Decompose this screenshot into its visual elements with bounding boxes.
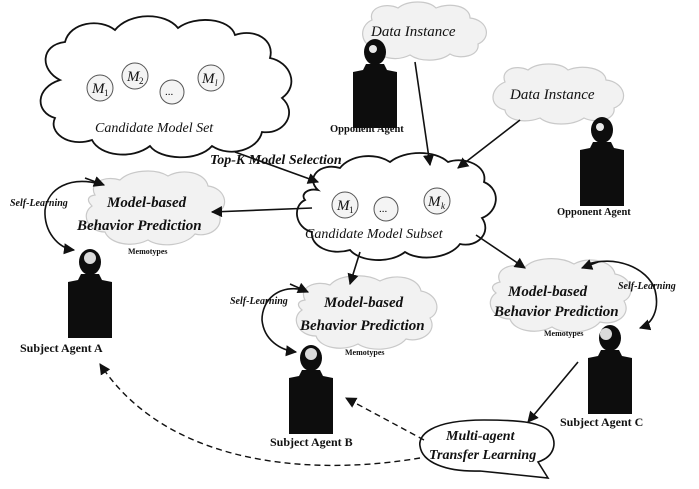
memotypes-b-label: Memotypes [345, 348, 385, 357]
opponent-agent-1-figure [353, 39, 397, 128]
svg-text:l: l [215, 78, 218, 88]
self-learning-loop-a [44, 180, 101, 255]
arrow-data2-to-subset [457, 119, 521, 169]
data-instance-label-1: Data Instance [370, 24, 456, 40]
prediction-cloud-c: Model-based Behavior Prediction Memotype… [489, 258, 632, 338]
svg-text:k: k [441, 201, 446, 211]
subject-agent-b-label: Subject Agent B [270, 435, 353, 449]
self-learning-label-b: Self-Learning [230, 296, 288, 307]
svg-text:1: 1 [104, 88, 109, 98]
candidate-model-subset-label: Candidate Model Subset [305, 227, 444, 242]
model-m2-node: M 2 [121, 62, 149, 90]
subset-model-mk-node: M k [423, 187, 451, 215]
transfer-line2: Transfer Learning [429, 448, 536, 463]
opponent-agent-2-figure [580, 117, 624, 206]
subject-agent-c-figure [588, 325, 632, 414]
transfer-line1: Multi-agent [445, 429, 516, 444]
top-k-selection-label: Top-K Model Selection [210, 153, 342, 168]
subject-agent-b-figure [289, 345, 333, 434]
svg-text:2: 2 [139, 76, 144, 86]
prediction-c-line2: Behavior Prediction [493, 304, 619, 320]
self-learning-loop-c [584, 260, 658, 331]
memotypes-c-label: Memotypes [544, 329, 584, 338]
arrow-agent-c-to-transfer [527, 361, 579, 423]
self-learning-arrow-b [289, 282, 310, 294]
data-instance-cloud-2: Data Instance [492, 63, 625, 125]
dashed-transfer-to-agent-b [345, 397, 425, 441]
prediction-b-line2: Behavior Prediction [299, 318, 425, 334]
arrow-subset-to-prediction-b [347, 251, 361, 286]
self-learning-arrow-c [580, 259, 599, 270]
model-ellipsis-node: ... [159, 79, 185, 105]
transfer-learning-bubble: Multi-agent Transfer Learning [419, 419, 555, 479]
arrow-data1-to-subset [414, 61, 435, 167]
subject-agent-a-label: Subject Agent A [20, 341, 103, 355]
subject-agent-c-label: Subject Agent C [560, 415, 643, 429]
svg-text:M: M [427, 194, 442, 210]
prediction-a-line1: Model-based [106, 195, 187, 211]
dashed-transfer-to-agent-a [99, 363, 421, 467]
arrow-subset-to-prediction-a [210, 206, 313, 218]
subset-model-ellipsis-node: ... [373, 196, 399, 222]
svg-text:M: M [126, 69, 141, 85]
prediction-cloud-a: Model-based Behavior Prediction Memotype… [76, 170, 226, 256]
candidate-model-set-label: Candidate Model Set [95, 121, 214, 136]
model-ml-node: M l [197, 64, 225, 92]
arrow-subset-to-prediction-c [475, 234, 526, 269]
prediction-c-line1: Model-based [507, 284, 588, 300]
svg-text:M: M [336, 198, 351, 214]
data-instance-cloud-1: Data Instance [362, 1, 487, 61]
prediction-cloud-b: Model-based Behavior Prediction Memotype… [295, 275, 438, 357]
svg-text:M: M [91, 81, 106, 97]
prediction-b-line1: Model-based [323, 295, 404, 311]
svg-text:...: ... [379, 203, 388, 215]
model-m1-node: M 1 [86, 74, 114, 102]
svg-text:...: ... [165, 86, 174, 98]
self-learning-arrow-a [84, 176, 106, 187]
data-instance-label-2: Data Instance [509, 87, 595, 103]
prediction-a-line2: Behavior Prediction [76, 218, 202, 234]
svg-text:M: M [201, 71, 216, 87]
opponent-agent-label-2: Opponent Agent [557, 207, 631, 218]
svg-text:1: 1 [349, 205, 354, 215]
memotypes-a-label: Memotypes [128, 247, 168, 256]
opponent-agent-label-1: Opponent Agent [330, 124, 404, 135]
arrow-set-to-subset [234, 151, 320, 184]
self-learning-loop-b [261, 287, 306, 357]
self-learning-label-a: Self-Learning [10, 198, 68, 209]
subset-model-m1-node: M 1 [331, 191, 359, 219]
subject-agent-a-figure [68, 249, 112, 338]
self-learning-label-c: Self-Learning [618, 281, 676, 292]
